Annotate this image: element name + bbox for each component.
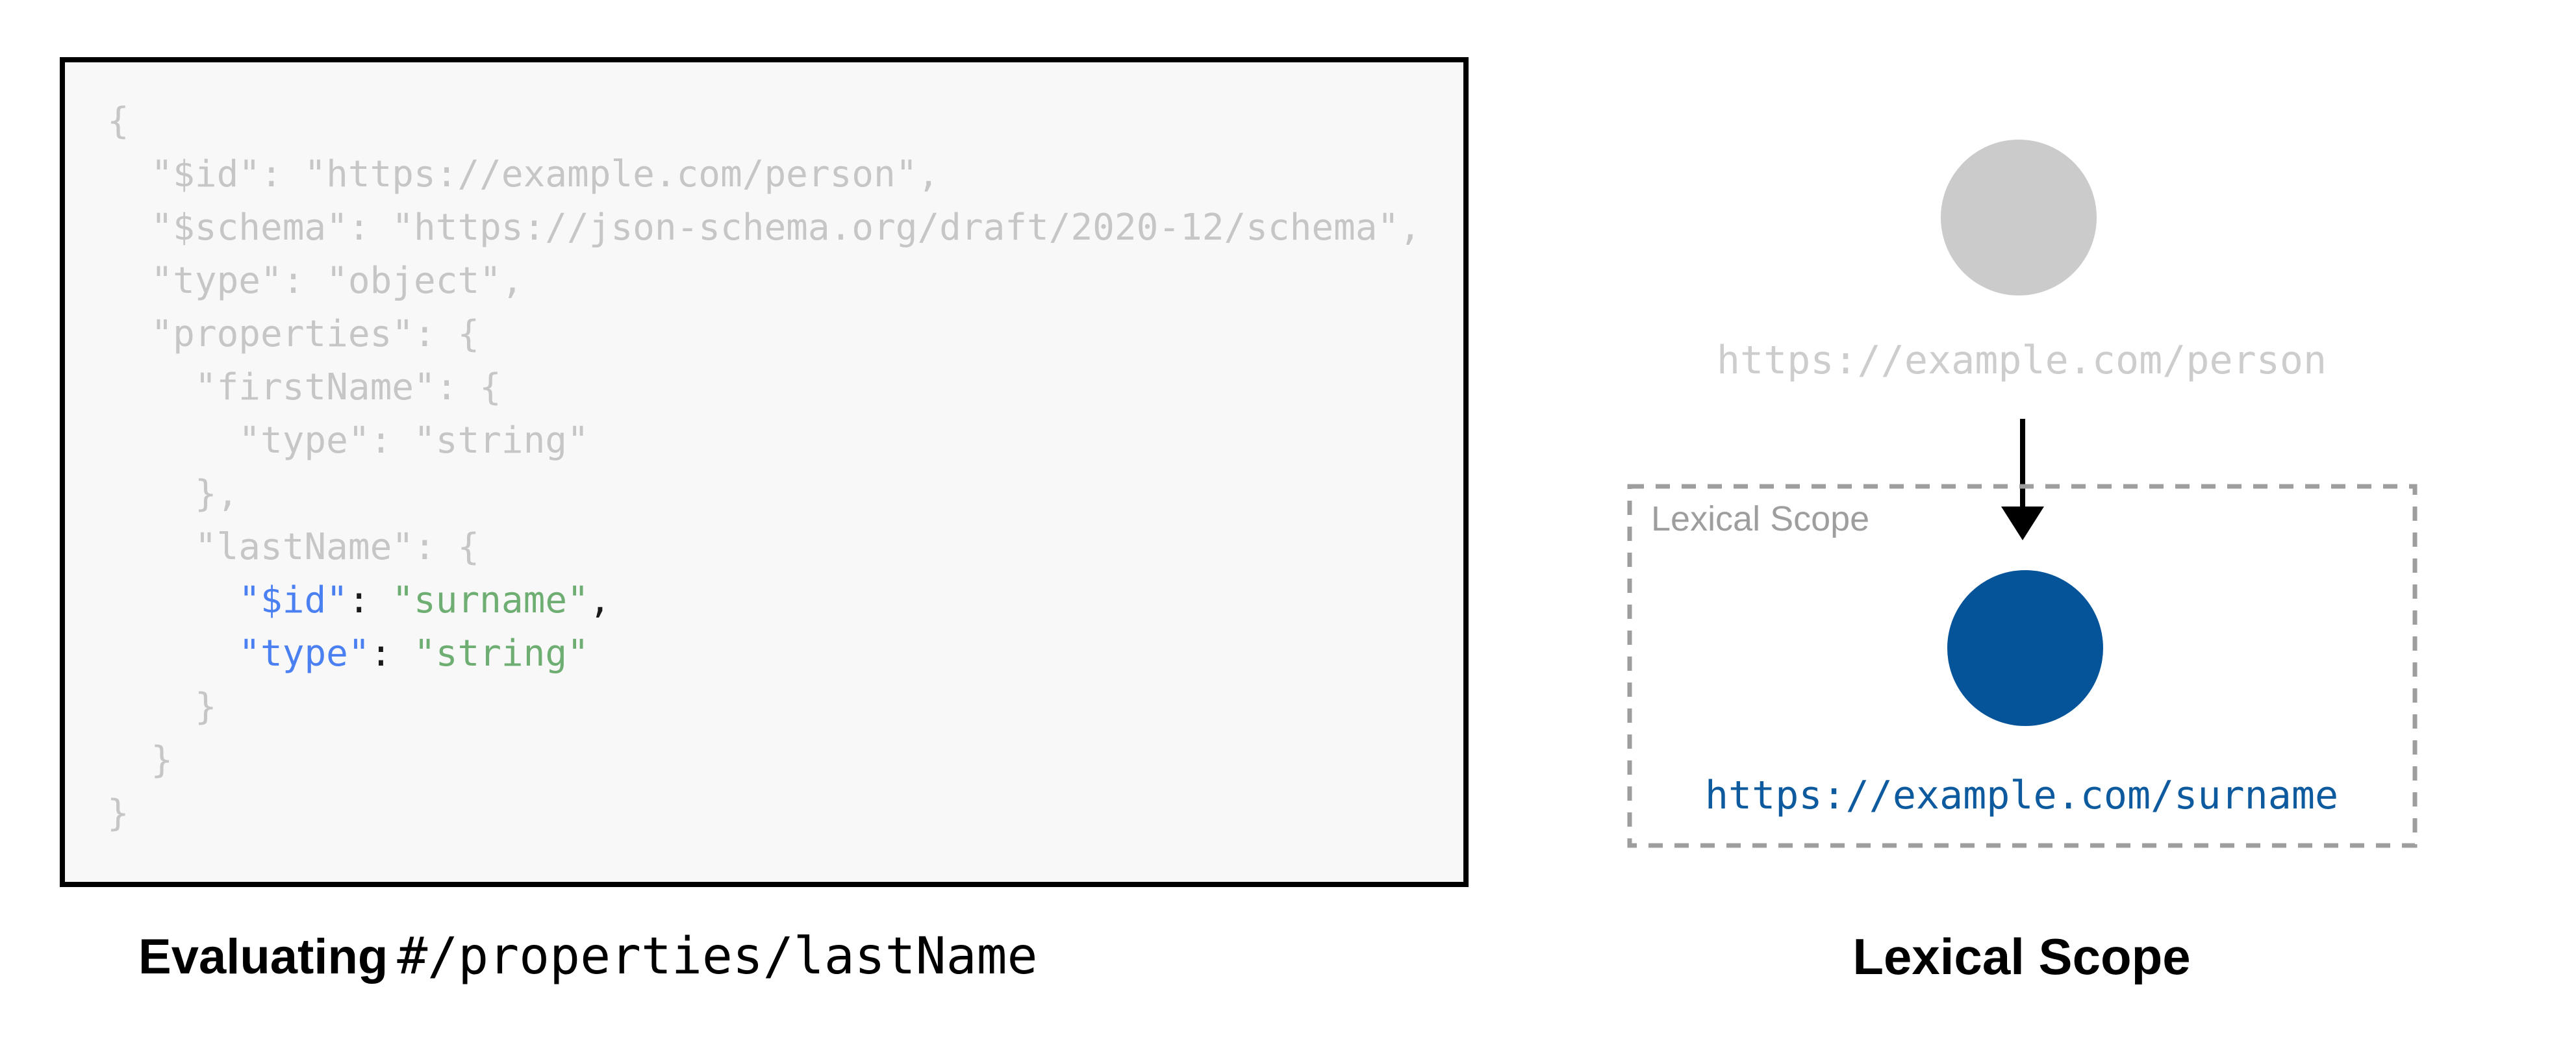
code-segment-dim: "$id": "https://example.com/person", — [107, 153, 940, 195]
code-line: "$schema": "https://json-schema.org/draf… — [107, 201, 1421, 255]
code-segment-str: "surname" — [392, 579, 589, 621]
json-schema-code: { "$id": "https://example.com/person", "… — [107, 95, 1421, 840]
code-segment-key: "type" — [238, 632, 370, 675]
code-segment-punct: : — [370, 632, 414, 675]
code-segment-dim: "type": "object", — [107, 260, 524, 302]
left-caption-evaluating: Evaluating — [138, 929, 388, 984]
code-segment-dim: } — [107, 792, 129, 834]
code-line: }, — [107, 468, 1421, 521]
json-schema-code-panel: { "$id": "https://example.com/person", "… — [60, 57, 1469, 887]
code-line: "$id": "surname", — [107, 574, 1421, 627]
code-line: } — [107, 787, 1421, 840]
left-caption: Evaluating#/properties/lastName — [138, 927, 1037, 986]
code-segment-key: "$id" — [238, 579, 348, 621]
code-line: "type": "string" — [107, 627, 1421, 681]
lexical-scope-box-title: Lexical Scope — [1651, 499, 1870, 538]
code-segment-dim — [107, 579, 238, 621]
code-segment-dim — [107, 632, 238, 675]
code-line: "type": "object", — [107, 255, 1421, 308]
code-line: "type": "string" — [107, 414, 1421, 468]
lexical-scope-dashed-box — [1627, 484, 2418, 848]
code-line: "lastName": { — [107, 521, 1421, 574]
down-arrow-line — [2020, 419, 2025, 510]
code-segment-dim: }, — [107, 473, 239, 515]
code-segment-dim: "properties": { — [107, 313, 480, 355]
code-segment-dim: "lastName": { — [107, 526, 480, 568]
code-line: "properties": { — [107, 308, 1421, 361]
surname-schema-node-circle — [1947, 570, 2103, 726]
code-segment-str: "string" — [414, 632, 589, 675]
code-line: "$id": "https://example.com/person", — [107, 148, 1421, 201]
person-schema-uri-label: https://example.com/person — [1716, 338, 2327, 383]
code-line: "firstName": { — [107, 361, 1421, 414]
code-line: } — [107, 681, 1421, 734]
code-segment-punct: , — [588, 579, 611, 621]
surname-schema-uri-label: https://example.com/surname — [1704, 773, 2339, 818]
down-arrow-head — [2001, 507, 2044, 540]
code-line: { — [107, 95, 1421, 148]
code-segment-dim: "type": "string" — [107, 419, 589, 462]
code-segment-dim: } — [107, 739, 173, 781]
right-caption: Lexical Scope — [1852, 928, 2191, 985]
code-segment-dim: { — [107, 100, 129, 142]
code-line: } — [107, 734, 1421, 787]
code-segment-dim: "firstName": { — [107, 366, 501, 408]
code-segment-dim: "$schema": "https://json-schema.org/draf… — [107, 207, 1421, 249]
code-segment-dim: } — [107, 686, 217, 728]
code-segment-punct: : — [347, 579, 392, 621]
left-caption-json-pointer: #/properties/lastName — [397, 927, 1038, 986]
person-schema-node-circle — [1941, 140, 2097, 295]
